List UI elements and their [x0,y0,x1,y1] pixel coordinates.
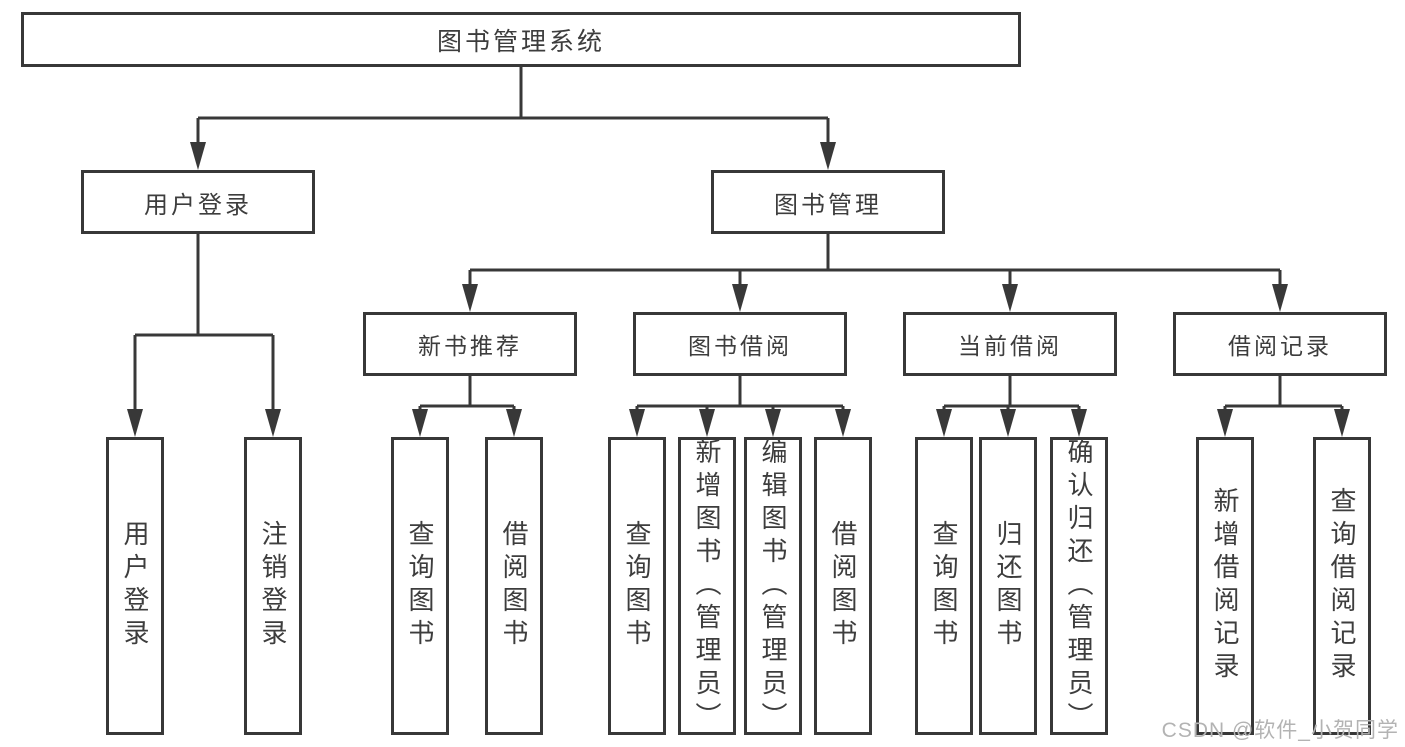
node-label: 当前借阅 [958,333,1062,359]
node-new-book-recommend: 新书推荐 [363,312,577,376]
arrowhead [936,409,952,437]
node-system-root: 图书管理系统 [21,12,1021,67]
arrowhead [835,409,851,437]
leaf-query-borrow-record: 查询借阅记录 [1313,437,1371,735]
arrowhead [190,142,206,170]
connector-borrow-record-to-leaves [1217,376,1350,437]
leaf-label: 借阅图书 [828,520,858,652]
leaf-label: 注销登录 [258,520,288,652]
arrowhead [1217,409,1233,437]
arrowhead [1334,409,1350,437]
leaf-add-book-admin: 新增图书（管理员） [678,437,736,735]
arrowhead [732,284,748,312]
node-borrow-record: 借阅记录 [1173,312,1387,376]
leaf-logout: 注销登录 [244,437,302,735]
leaf-borrow-books-2: 借阅图书 [814,437,872,735]
leaf-label: 编辑图书（管理员） [758,437,788,735]
leaf-edit-book-admin: 编辑图书（管理员） [744,437,802,735]
arrowhead [699,409,715,437]
arrowhead [765,409,781,437]
leaf-label: 新增图书（管理员） [692,437,722,735]
arrowhead [820,142,836,170]
leaf-label: 查询图书 [405,520,435,652]
connector-new-book-to-leaves [412,376,522,437]
node-label: 图书管理系统 [436,27,605,56]
arrowhead [629,409,645,437]
leaf-label: 借阅图书 [499,520,529,652]
node-label: 图书借阅 [688,333,792,359]
connector-book-mgmt-to-level3 [462,234,1288,312]
leaf-add-borrow-record: 新增借阅记录 [1196,437,1254,735]
arrowhead [127,409,143,437]
connector-book-borrow-to-leaves [629,376,851,437]
leaf-confirm-return-admin: 确认归还（管理员） [1050,437,1108,735]
leaf-query-books-2: 查询图书 [608,437,666,735]
leaf-label: 查询借阅记录 [1327,487,1357,685]
connector-root-to-level2 [190,67,836,170]
arrowhead [1272,284,1288,312]
leaf-label: 归还图书 [993,520,1023,652]
arrowhead [412,409,428,437]
node-label: 借阅记录 [1228,333,1332,359]
leaf-borrow-books-1: 借阅图书 [485,437,543,735]
node-label: 新书推荐 [418,333,522,359]
arrowhead [1000,409,1016,437]
arrowhead [265,409,281,437]
connector-current-borrow-to-leaves [936,376,1087,437]
arrowhead [1071,409,1087,437]
leaf-label: 新增借阅记录 [1210,487,1240,685]
arrowhead [462,284,478,312]
node-current-borrow: 当前借阅 [903,312,1117,376]
connector-user-login-to-leaves [127,234,281,437]
arrowhead [1002,284,1018,312]
node-label: 用户登录 [144,191,252,219]
leaf-user-login: 用户登录 [106,437,164,735]
leaf-return-book: 归还图书 [979,437,1037,735]
leaf-label: 查询图书 [929,520,959,652]
leaf-label: 查询图书 [622,520,652,652]
node-book-borrow: 图书借阅 [633,312,847,376]
node-book-management: 图书管理 [711,170,945,234]
leaf-label: 确认归还（管理员） [1064,437,1094,735]
arrowhead [506,409,522,437]
leaf-query-books-3: 查询图书 [915,437,973,735]
leaf-query-books-1: 查询图书 [391,437,449,735]
csdn-watermark: CSDN @软件_小贺同学 [1161,719,1399,742]
leaf-label: 用户登录 [120,520,150,652]
node-label: 图书管理 [774,191,882,219]
node-user-login: 用户登录 [81,170,315,234]
